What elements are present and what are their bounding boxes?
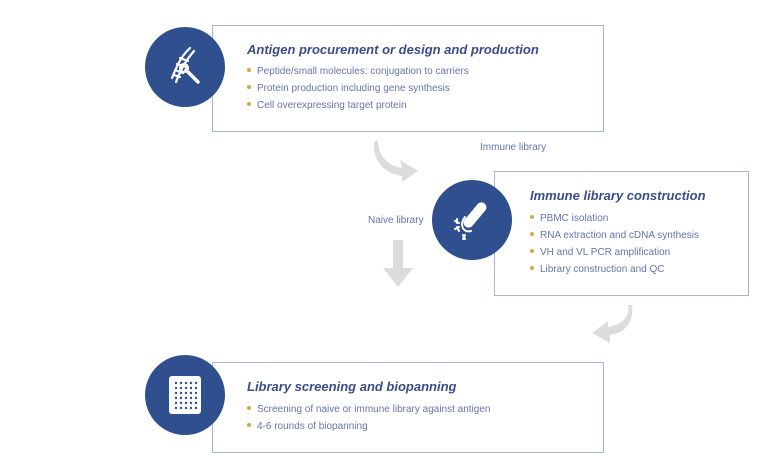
step-immune-title: Immune library construction xyxy=(530,188,706,203)
step-immune-list: PBMC isolation RNA extraction and cDNA s… xyxy=(530,210,699,278)
well-plate-icon xyxy=(169,376,201,414)
list-item: Cell overexpressing target protein xyxy=(247,97,469,114)
list-item: RNA extraction and cDNA synthesis xyxy=(530,227,699,244)
step-antigen-circle xyxy=(145,27,225,107)
immune-library-label: Immune library xyxy=(480,142,547,153)
list-item: VH and VL PCR amplification xyxy=(530,244,699,261)
step-screening-circle xyxy=(145,355,225,435)
curved-arrow-icon xyxy=(373,140,418,182)
step-screening-list: Screening of naive or immune library aga… xyxy=(247,401,490,435)
test-tube-icon xyxy=(454,202,487,240)
step-antigen-list: Peptide/small molecules: conjugation to … xyxy=(247,63,469,114)
naive-library-label: Naive library xyxy=(368,215,424,226)
list-item: Library construction and QC xyxy=(530,261,699,278)
step-screening-title: Library screening and biopanning xyxy=(247,379,457,394)
list-item: 4-6 rounds of biopanning xyxy=(247,418,490,435)
list-item: Screening of naive or immune library aga… xyxy=(247,401,490,418)
dna-wrench-icon xyxy=(170,46,200,84)
curved-arrow-icon xyxy=(592,305,633,343)
down-arrow-icon xyxy=(383,240,413,287)
step-immune-circle xyxy=(432,180,512,260)
list-item: PBMC isolation xyxy=(530,210,699,227)
list-item: Protein production including gene synthe… xyxy=(247,80,469,97)
list-item: Peptide/small molecules: conjugation to … xyxy=(247,63,469,80)
step-antigen-title: Antigen procurement or design and produc… xyxy=(247,42,539,57)
